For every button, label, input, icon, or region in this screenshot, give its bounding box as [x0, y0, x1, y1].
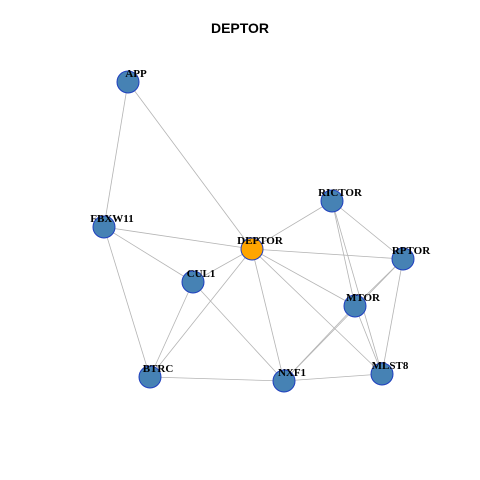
- edge-rictor-mlst8: [331, 200, 383, 375]
- node-label-mlst8: MLST8: [372, 360, 409, 372]
- edge-btrc-nxf1: [149, 376, 285, 382]
- edge-rictor-mtor: [331, 200, 356, 307]
- node-label-btrc: BTRC: [143, 363, 174, 375]
- edge-app-fbxw11: [103, 81, 129, 228]
- node-label-mtor: MTOR: [346, 292, 381, 304]
- node-label-deptor: DEPTOR: [237, 235, 284, 247]
- edge-rptor-mlst8: [381, 258, 404, 375]
- node-label-rictor: RICTOR: [318, 187, 363, 199]
- node-btrc: [138, 365, 162, 389]
- node-nxf1: [272, 369, 296, 393]
- node-label-rptor: RPTOR: [392, 245, 431, 257]
- edge-deptor-rptor: [251, 248, 404, 260]
- edge-rptor-nxf1: [283, 258, 404, 382]
- node-rptor: [391, 247, 415, 271]
- node-rictor: [320, 189, 344, 213]
- edge-cul1-btrc: [149, 281, 194, 378]
- edge-cul1-nxf1: [192, 281, 285, 382]
- node-label-nxf1: NXF1: [278, 367, 306, 379]
- edge-fbxw11-btrc: [103, 226, 151, 378]
- node-cul1: [181, 270, 205, 294]
- edge-layer: [103, 81, 404, 382]
- node-label-fbxw11: FBXW11: [90, 213, 133, 225]
- edge-fbxw11-deptor: [103, 226, 253, 250]
- node-deptor: [240, 237, 264, 261]
- edge-app-deptor: [127, 81, 253, 250]
- edge-deptor-mtor: [251, 248, 356, 307]
- page-title: DEPTOR: [210, 20, 270, 36]
- node-mlst8: [370, 362, 394, 386]
- edge-deptor-nxf1: [251, 248, 285, 382]
- node-fbxw11: [92, 215, 116, 239]
- edge-mtor-nxf1: [283, 305, 356, 382]
- edge-nxf1-mlst8: [283, 373, 383, 382]
- edge-deptor-rictor: [251, 200, 333, 250]
- edge-mtor-mlst8: [354, 305, 383, 375]
- node-label-app: APP: [125, 68, 147, 80]
- node-mtor: [343, 294, 367, 318]
- node-label-cul1: CUL1: [187, 268, 216, 280]
- edge-deptor-mlst8: [251, 248, 383, 375]
- edge-rictor-rptor: [331, 200, 404, 260]
- edge-deptor-btrc: [149, 248, 253, 378]
- edge-fbxw11-cul1: [103, 226, 194, 283]
- node-app: [116, 70, 140, 94]
